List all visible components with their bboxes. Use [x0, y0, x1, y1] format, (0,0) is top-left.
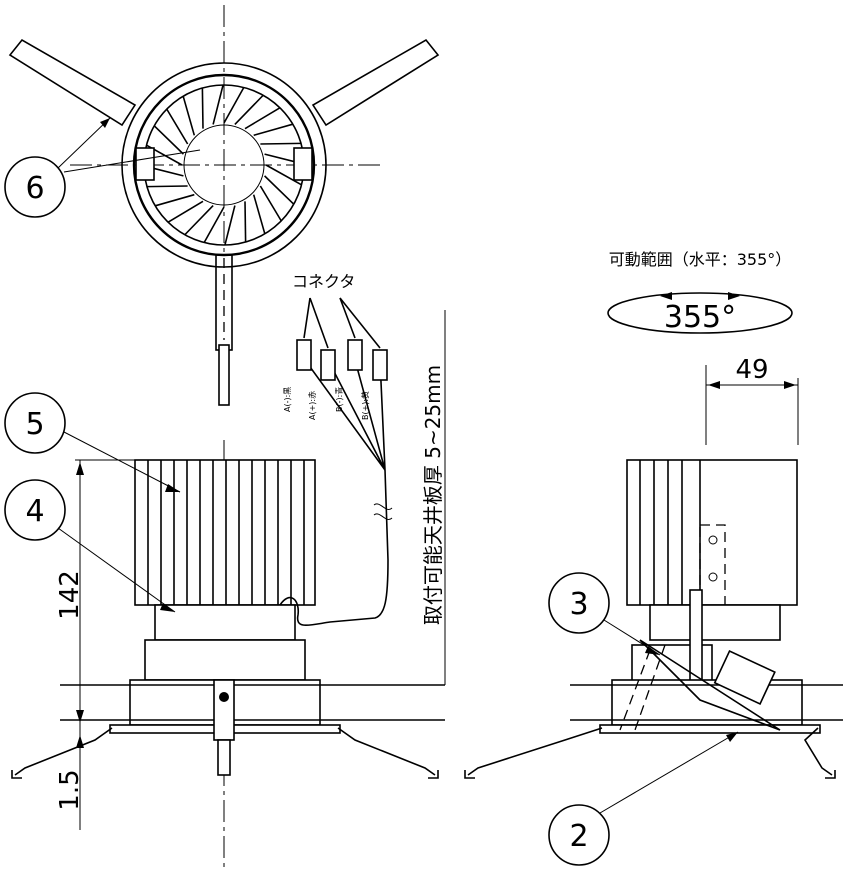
- side-view: 可動範囲（水平：355°） 355° 49: [464, 250, 843, 779]
- fin: [244, 107, 281, 130]
- callout-5-label: 5: [25, 407, 44, 442]
- fin: [146, 185, 188, 188]
- callout-6: 6: [4, 117, 201, 218]
- fin: [182, 95, 196, 136]
- dim-1-5: 1.5: [55, 725, 85, 830]
- front-fins: [147, 460, 305, 605]
- callout-3-label: 3: [569, 587, 588, 622]
- callout-3: 3: [548, 572, 661, 656]
- callout-2-label: 2: [569, 819, 588, 854]
- dim-142-label: 142: [55, 570, 85, 620]
- dim-49-label: 49: [735, 355, 768, 385]
- fin: [201, 87, 204, 129]
- fin: [252, 194, 266, 235]
- callout-6-label: 6: [25, 171, 44, 206]
- callout-5: 5: [4, 392, 181, 493]
- fin: [264, 175, 295, 205]
- fin: [167, 200, 204, 223]
- fin: [166, 108, 189, 145]
- fin: [153, 125, 184, 155]
- wire-label-1: A(-):黒: [283, 387, 292, 412]
- front-view: A(-):黒 A(+):赤 B(-):青 B(+):黄 コネクタ: [11, 272, 445, 870]
- heatsink-fins: [143, 84, 305, 246]
- fin: [253, 123, 294, 137]
- fin: [184, 205, 214, 236]
- callout-4-label: 4: [25, 494, 44, 529]
- callout-2: 2: [548, 731, 739, 866]
- wire-label-3: B(-):青: [334, 387, 344, 412]
- dim-ceiling: 取付可能天井板厚 5~25mm: [421, 310, 446, 685]
- ceiling-thickness-label: 取付可能天井板厚 5~25mm: [421, 365, 445, 625]
- fin: [212, 84, 224, 125]
- connector-label: コネクタ: [292, 272, 355, 291]
- fin: [259, 185, 282, 222]
- fin: [224, 205, 236, 246]
- callout-4: 4: [4, 479, 176, 613]
- fin: [234, 94, 264, 125]
- fin: [203, 206, 225, 243]
- fin: [244, 201, 247, 243]
- fin: [154, 193, 195, 207]
- spring-arms: [8, 38, 440, 406]
- connectors: [296, 297, 388, 381]
- fin: [223, 87, 245, 124]
- rotation-value: 355°: [664, 300, 736, 335]
- fin: [260, 142, 302, 145]
- wire-label-2: A(+):赤: [308, 391, 317, 420]
- rotation-range-label: 可動範囲（水平：355°）: [609, 250, 792, 269]
- fin: [265, 164, 302, 186]
- top-view: [8, 5, 440, 406]
- dim-1-5-label: 1.5: [55, 769, 85, 810]
- wire-label-4: B(+):黄: [360, 391, 370, 420]
- dim-142: 142: [55, 459, 135, 725]
